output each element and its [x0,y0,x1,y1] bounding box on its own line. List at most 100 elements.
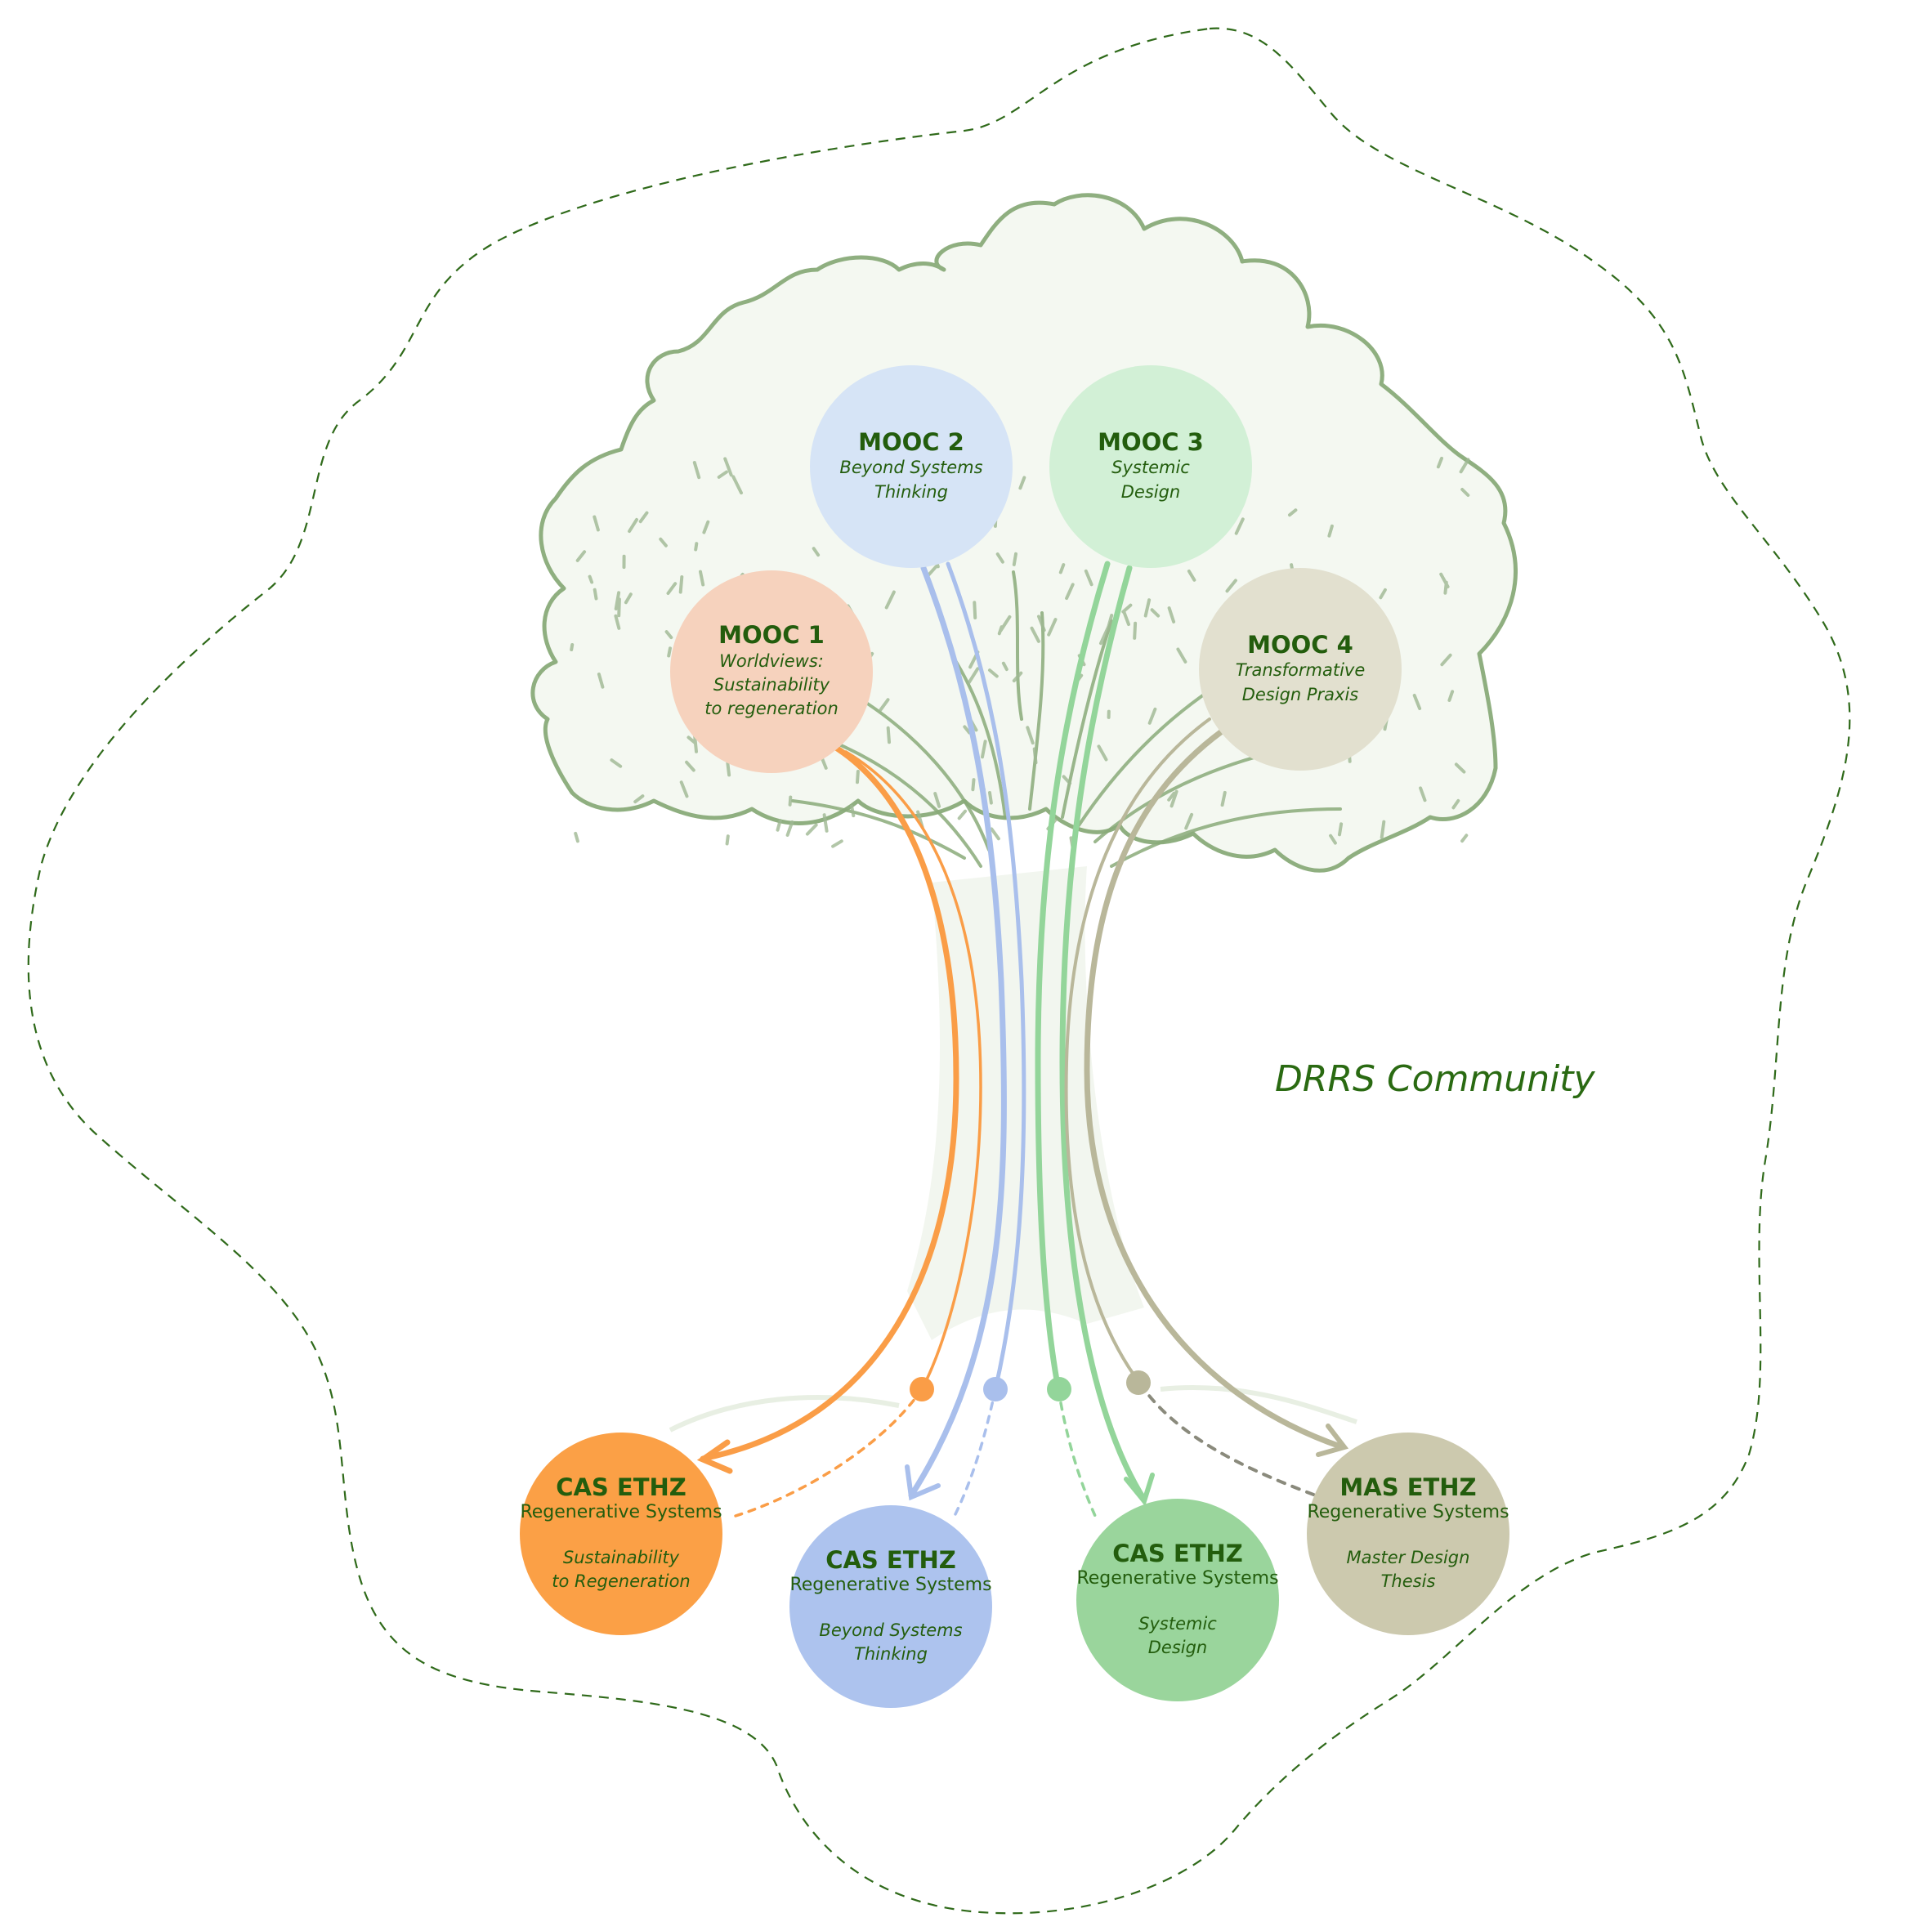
program-cas-3-subtitle: Systemic Design [1138,1613,1217,1657]
leaf-mark [593,515,600,532]
leaf-mark [1327,524,1334,538]
leaf-mark [1440,653,1452,667]
leaf-mark [633,794,645,804]
program-cas-1-title: CAS ETHZ [556,1473,686,1501]
leaf-mark [1338,822,1344,837]
leaf-mark [1436,456,1443,469]
mooc-2-node[interactable]: MOOC 2 Beyond Systems Thinking [810,365,1013,568]
leaf-mark [831,839,843,848]
leaf-mark [886,726,891,744]
leaf-mark [1133,621,1138,640]
connector-mooc4 [1064,717,1349,1457]
leaf-mark [776,819,782,832]
leaf-mark [1379,588,1387,600]
leaf-mark [933,792,941,808]
leaf-mark [812,547,821,557]
leaf-mark [973,601,977,619]
leaf-mark [614,614,621,630]
leaf-mark [1121,603,1133,614]
leaf-mark [788,795,793,807]
connector-mooc3-dot [1047,1377,1071,1401]
mooc-3-subtitle: Systemic Design [1111,458,1190,502]
leaf-mark [570,643,575,651]
leaf-mark [1012,552,1017,566]
leaf-mark [1012,671,1023,682]
leaf-mark [1167,791,1176,802]
leaf-mark [593,588,598,601]
program-cas-1-node[interactable]: CAS ETHZ Regenerative Systems Sustainabi… [520,1433,722,1635]
leaf-mark [723,457,733,477]
leaf-mark [1220,790,1227,807]
leaf-mark [1150,608,1161,618]
program-mas-program: Regenerative Systems [1307,1501,1509,1522]
leaf-mark [1167,606,1176,624]
leaf-mark [879,698,890,712]
leaf-mark [1176,647,1187,664]
leaf-mark [1447,690,1455,702]
leaf-mark [685,760,695,772]
ground-shading [669,1385,1357,1433]
program-mas-title: MAS ETHZ [1339,1473,1477,1501]
leaf-mark [1026,726,1035,745]
leaf-mark [1001,661,1008,672]
leaf-mark [1062,775,1072,785]
program-cas-1-subtitle: Sustainability to Regeneration [552,1547,691,1591]
leaf-mark [1143,598,1152,618]
leaf-mark [610,758,623,768]
leaf-mark [1032,747,1038,765]
mooc-1-subtitle: Worldviews: Sustainability to regenerati… [704,650,839,719]
leaf-mark [597,673,605,689]
leaf-mark [692,461,701,480]
program-cas-2-node[interactable]: CAS ETHZ Regenerative Systems Beyond Sys… [789,1505,992,1708]
leaf-mark [1030,626,1040,643]
mooc-2-title: MOOC 2 [858,427,964,456]
leaf-mark [785,820,794,837]
connector-mooc2 [905,561,1026,1518]
leaf-mark [850,804,856,818]
leaf-mark [1451,798,1460,810]
leaf-mark [967,667,980,685]
leaf-mark [1459,458,1470,474]
leaf-mark [1412,694,1422,710]
leaf-mark [1187,570,1196,582]
leaf-mark [856,770,860,784]
leaf-mark [995,552,1004,564]
leaf-mark [588,574,594,584]
tree-canopy [530,193,1518,873]
leaf-mark [624,592,633,605]
leaf-mark [678,575,684,594]
program-cas-2-program: Regenerative Systems [789,1574,992,1595]
leaf-mark [1460,834,1469,843]
leaf-mark [1184,812,1194,830]
leaf-mark [1065,583,1075,601]
leaf-mark [575,550,587,562]
program-cas-3-title: CAS ETHZ [1112,1539,1243,1567]
leaf-mark [1018,476,1026,490]
program-cas-3-node[interactable]: CAS ETHZ Regenerative Systems Systemic D… [1076,1499,1279,1701]
program-mas-node[interactable]: MAS ETHZ Regenerative Systems Master Des… [1307,1433,1509,1635]
leaf-mark [717,470,728,479]
leaf-mark [1419,786,1427,802]
program-cas-3-program: Regenerative Systems [1076,1567,1279,1589]
leaf-mark [1099,625,1111,646]
leaf-mark [997,625,1004,636]
leaf-mark [702,520,710,534]
leaf-mark [731,475,743,495]
mooc-4-subtitle: Transformative Design Praxis [1235,660,1366,704]
mooc-3-node[interactable]: MOOC 3 Systemic Design [1049,365,1252,568]
leaf-mark [981,740,987,759]
mooc-1-title: MOOC 1 [718,621,825,650]
leaf-mark [1084,569,1093,587]
leaf-mark [1122,610,1130,626]
leaf-mark [1225,579,1237,593]
connector-mooc1-dot [910,1377,934,1401]
leaf-mark [1097,744,1108,762]
mooc-1-node[interactable]: MOOC 1 Worldviews: Sustainability to reg… [670,570,873,773]
community-label: DRRS Community [1275,1058,1595,1100]
program-cas-2-subtitle: Beyond Systems Thinking [819,1620,963,1664]
mooc-4-node[interactable]: MOOC 4 Transformative Design Praxis [1199,568,1402,771]
leaf-mark [664,630,673,640]
leaf-mark [1047,618,1058,637]
leaf-mark [614,591,621,610]
